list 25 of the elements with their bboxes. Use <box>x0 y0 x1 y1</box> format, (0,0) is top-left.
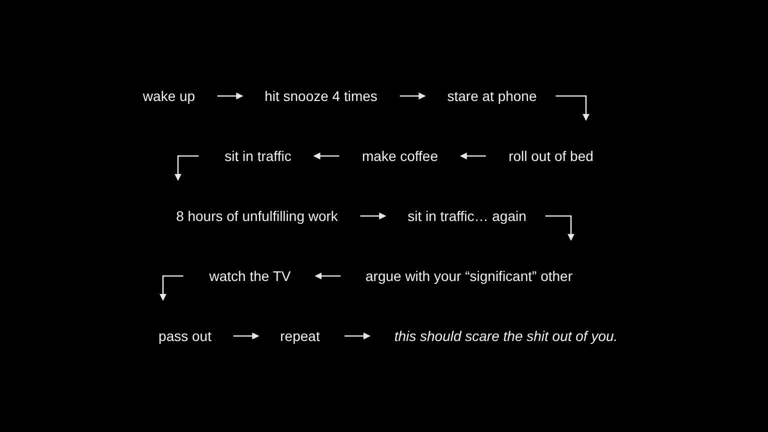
step-label: sit in traffic… again <box>408 207 526 225</box>
arrow <box>233 332 260 340</box>
arrow <box>344 332 370 340</box>
arrow <box>400 92 426 100</box>
elbow-arrow <box>174 155 199 181</box>
step-label: sit in traffic <box>224 147 292 165</box>
step-label: wake up <box>142 87 196 105</box>
arrow <box>314 272 341 280</box>
step-label: hit snooze 4 times <box>264 87 378 105</box>
step-label: roll out of bed <box>508 147 594 165</box>
step-label: make coffee <box>362 147 438 165</box>
arrow <box>360 212 386 220</box>
arrow <box>460 152 486 160</box>
elbow-arrow <box>160 275 184 301</box>
step-label: watch the TV <box>209 267 291 285</box>
arrow <box>313 152 340 160</box>
step-label: 8 hours of unfulfilling work <box>176 207 338 225</box>
elbow-arrow <box>545 215 574 241</box>
step-label: argue with your “significant” other <box>366 267 572 285</box>
step-label: repeat <box>280 327 320 345</box>
step-label: stare at phone <box>447 87 537 105</box>
step-label: this should scare the shit out of you. <box>394 327 618 345</box>
arrow <box>217 92 244 100</box>
elbow-arrow <box>556 95 590 121</box>
step-label: pass out <box>158 327 212 345</box>
